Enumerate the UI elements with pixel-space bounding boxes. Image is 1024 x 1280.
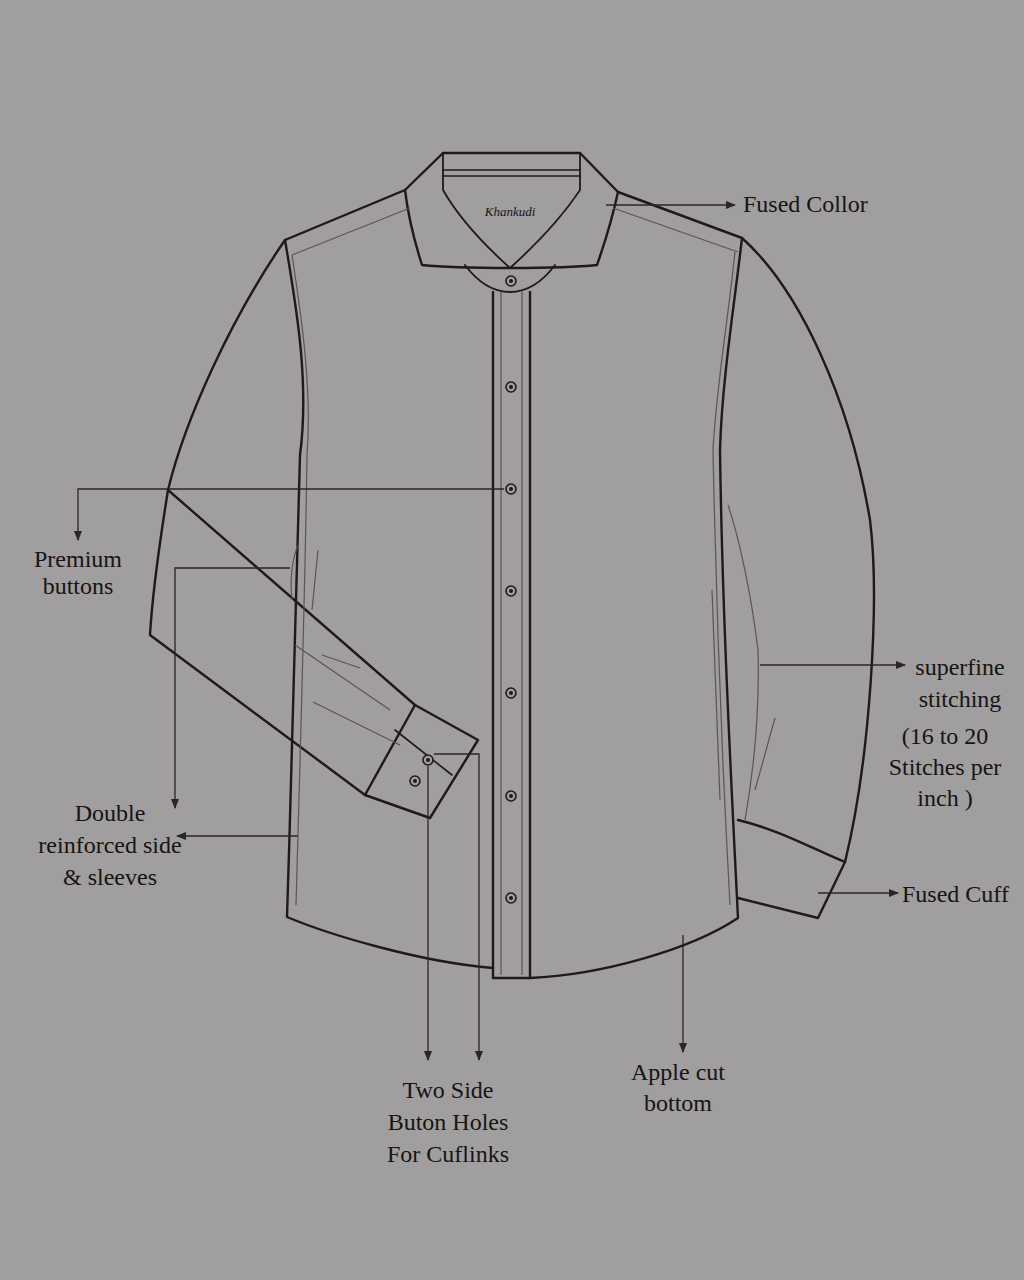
callout-label: Apple cut bottom: [623, 1057, 733, 1119]
stitch-line: [712, 505, 775, 820]
right-cuff: [738, 820, 845, 918]
callout-label: Double reinforced side & sleeves: [35, 797, 185, 893]
buttons: [410, 276, 516, 903]
neck-band: [465, 265, 555, 292]
shirt-body: [285, 190, 493, 968]
stitch-line: [292, 255, 308, 905]
callout-label: Fused Collor: [743, 189, 893, 219]
left-cuff: [365, 705, 478, 818]
collar-fold: [443, 153, 580, 268]
leader-line: [175, 568, 290, 808]
leader-line: [606, 204, 735, 205]
stitch-line: [291, 545, 318, 610]
leader-line: [177, 835, 298, 836]
leader-line: [427, 766, 428, 1060]
left-sleeve-fold: [168, 490, 415, 705]
stitch-line: [295, 645, 400, 745]
shirt-body-right: [530, 192, 742, 978]
callout-label: superfine stitching: [903, 651, 1018, 715]
right-sleeve: [742, 238, 874, 862]
placket: [493, 292, 530, 978]
stitch-line: [713, 252, 735, 905]
callout-label: Two Side Buton Holes For Cuflinks: [378, 1074, 518, 1170]
stitch-line: [501, 292, 522, 975]
collar: [405, 153, 618, 268]
leader-line: [682, 935, 683, 1052]
brand-label: Khankudi: [465, 204, 555, 220]
collar-band-line: [443, 170, 580, 176]
callout-label: Fused Cuff: [902, 879, 1017, 909]
callout-label: (16 to 20 Stitches per inch ): [878, 721, 1013, 814]
leader-line: [78, 489, 504, 540]
callout-label: Premium buttons: [13, 546, 143, 600]
leader-line: [760, 664, 905, 665]
leader-line: [818, 892, 898, 893]
leader-line: [434, 754, 479, 1060]
left-cuff-seam: [395, 730, 452, 775]
